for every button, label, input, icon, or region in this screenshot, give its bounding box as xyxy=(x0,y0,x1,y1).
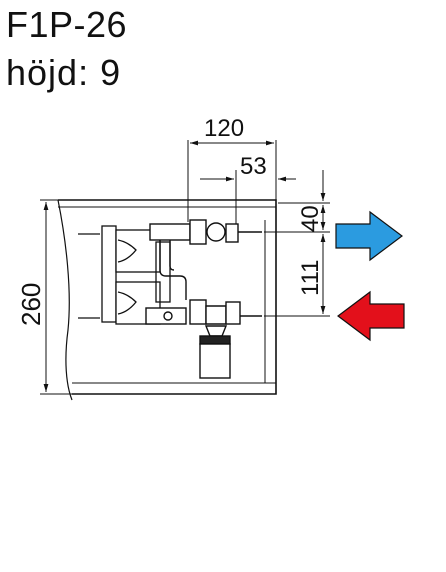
arrow-right-icon xyxy=(335,210,403,262)
dimension-111-label: 111 xyxy=(297,260,324,296)
dimension-53-label: 53 xyxy=(240,153,267,180)
outlet-valve xyxy=(149,219,262,245)
arrow-left-icon xyxy=(337,290,405,342)
inlet-valve xyxy=(145,299,262,379)
dimension-vertical xyxy=(264,170,330,317)
dimension-260-label: 260 xyxy=(16,283,46,326)
dimension-53 xyxy=(200,170,296,224)
model-title: F1P-26 xyxy=(6,4,128,45)
height-label: höjd: 9 xyxy=(6,52,122,93)
dimension-40-label: 40 xyxy=(297,205,324,232)
dimension-260 xyxy=(40,199,72,395)
connecting-pipes xyxy=(159,240,187,300)
convector-housing xyxy=(57,199,277,401)
dimension-120-label: 120 xyxy=(204,115,244,142)
dimension-120 xyxy=(187,140,277,222)
